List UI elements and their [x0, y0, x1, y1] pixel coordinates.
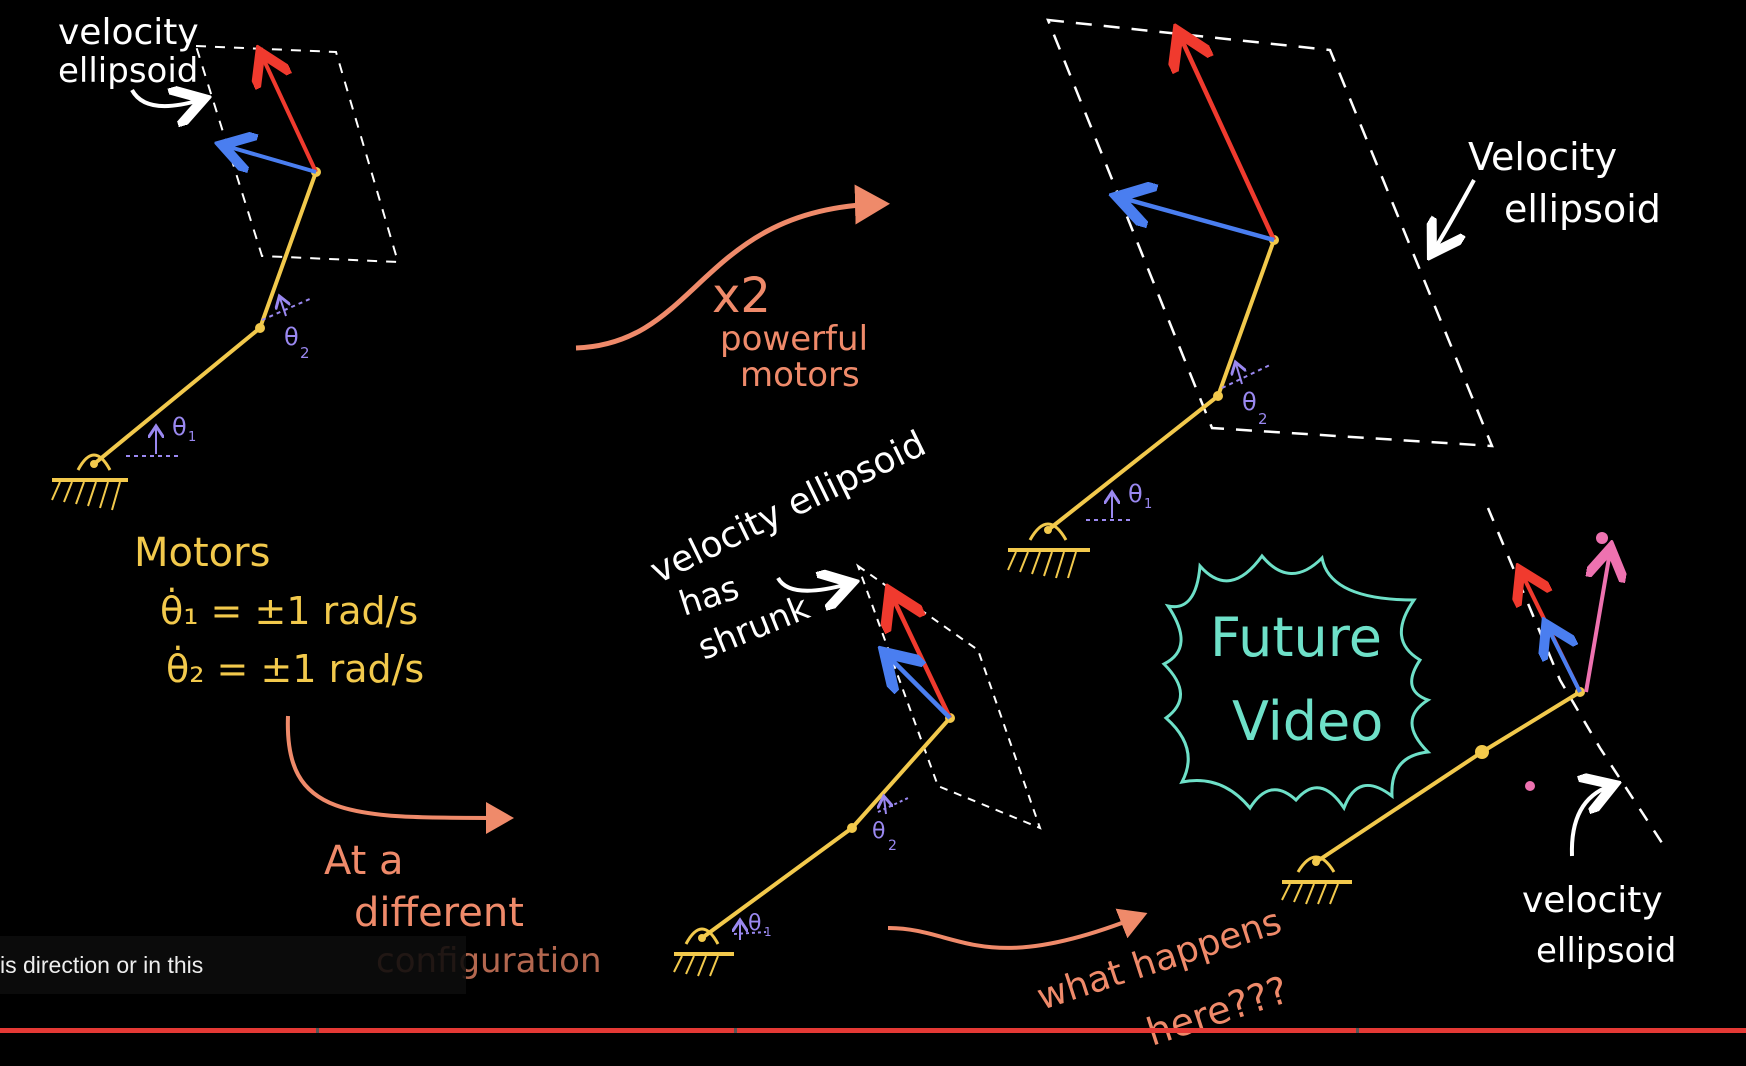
- pink-velocity-d: [1584, 552, 1610, 693]
- arrow-to-x2: [575, 184, 890, 351]
- different-label: different: [354, 890, 524, 936]
- theta2-b-label: θ: [1242, 388, 1257, 416]
- here-label: here???: [1141, 968, 1294, 1055]
- joint-d-1: [1475, 745, 1489, 759]
- motors-note: Motors θ̇₁ = ±1 rad/s θ̇₂ = ±1 rad/s: [134, 530, 424, 691]
- bubble-outline: [1161, 553, 1432, 812]
- chapter-marker: [1356, 1028, 1359, 1033]
- velocity-ellipsoid-c: [855, 563, 1042, 830]
- blue-velocity-b: [1122, 198, 1275, 243]
- motor2-equation: θ̇₂ = ±1 rad/s: [166, 646, 424, 691]
- ellipsoid-label-a: ellipsoid: [58, 51, 198, 91]
- caption-text: is direction or in this: [0, 952, 204, 978]
- chapter-marker: [316, 1028, 319, 1033]
- joint-b-1: [1213, 391, 1223, 401]
- video-label: Video: [1232, 690, 1383, 753]
- motor1-equation: θ̇₁ = ±1 rad/s: [160, 588, 418, 633]
- theta2-c-sub: 2: [888, 838, 897, 854]
- red-velocity-c: [892, 596, 953, 719]
- ground-base-b: [1007, 522, 1090, 579]
- theta1-b-label: θ: [1128, 480, 1143, 508]
- velocity-label-a: velocity: [58, 12, 199, 53]
- red-velocity-a: [262, 56, 318, 173]
- theta1-c-label: θ: [748, 911, 761, 936]
- velocity-ellipsoid-d: [1486, 507, 1666, 847]
- pointer-arrow-a: [130, 90, 200, 106]
- arm-c: θ 1 θ 2 velocity ellipsoid has shrunk: [644, 423, 1042, 977]
- theta1-a-sub: 1: [188, 430, 196, 445]
- link2-d: [1480, 690, 1582, 754]
- velocity-ellipsoid-b: [1046, 18, 1494, 448]
- future-label: Future: [1210, 606, 1382, 669]
- at-a-label: At a: [324, 838, 404, 884]
- pointer-arrow-b: [1434, 179, 1476, 250]
- red-velocity-b: [1180, 36, 1277, 241]
- link2-b: [1216, 239, 1276, 397]
- shrunk-label-1: velocity ellipsoid: [644, 423, 932, 592]
- pointer-arrow-d: [1569, 786, 1610, 857]
- arm-d: velocity ellipsoid: [1281, 507, 1676, 971]
- blue-velocity-d: [1548, 628, 1582, 693]
- joint-c-1: [847, 823, 857, 833]
- velocity-label-d: velocity: [1522, 880, 1663, 921]
- link1-a: [92, 326, 262, 466]
- x2-label: x2: [712, 268, 771, 324]
- powerful-label: powerful: [720, 319, 868, 359]
- theta2-b-sub: 2: [1258, 410, 1268, 428]
- ground-base-c: [673, 927, 734, 977]
- pink-dot-top: [1596, 532, 1608, 544]
- link2-a: [258, 171, 318, 329]
- pointer-arrow-c: [776, 578, 848, 591]
- blue-velocity-c: [888, 656, 952, 720]
- arrow-what-happens: [887, 908, 1148, 950]
- theta1-a-label: θ: [172, 413, 187, 441]
- motors-title: Motors: [134, 530, 270, 576]
- arm-a: θ 1 θ 2 velocity ellipsoid: [51, 12, 400, 511]
- chapter-marker: [734, 1028, 737, 1033]
- ellipsoid-label-d: ellipsoid: [1536, 931, 1676, 971]
- progress-bar[interactable]: [0, 1028, 1746, 1034]
- ground-base-a: [51, 453, 128, 511]
- theta1-c-sub: 1: [764, 925, 772, 939]
- link1-d: [1314, 750, 1484, 864]
- progress-played: [0, 1028, 1746, 1033]
- motors-label: motors: [740, 355, 860, 395]
- velocity-label-b: Velocity: [1468, 135, 1617, 179]
- joint-a-1: [255, 323, 265, 333]
- ground-base-d: [1281, 855, 1352, 905]
- subtitle-caption: is direction or in this: [0, 936, 466, 994]
- future-video-bubble: Future Video: [1161, 553, 1432, 812]
- link1-c: [700, 826, 854, 940]
- arrow-to-config: [285, 715, 514, 835]
- theta1-b-sub: 1: [1144, 497, 1152, 512]
- link2-c: [850, 716, 952, 830]
- blue-velocity-a: [226, 146, 317, 174]
- theta2-c-label: θ: [872, 819, 885, 844]
- theta2-a-label: θ: [284, 323, 299, 351]
- link1-b: [1046, 394, 1220, 532]
- arm-b: θ 1 θ 2 Velocity ellipsoid: [1007, 18, 1661, 579]
- pink-dot-left: [1525, 781, 1535, 791]
- ellipsoid-label-b: ellipsoid: [1504, 187, 1661, 231]
- theta2-a-sub: 2: [300, 344, 310, 362]
